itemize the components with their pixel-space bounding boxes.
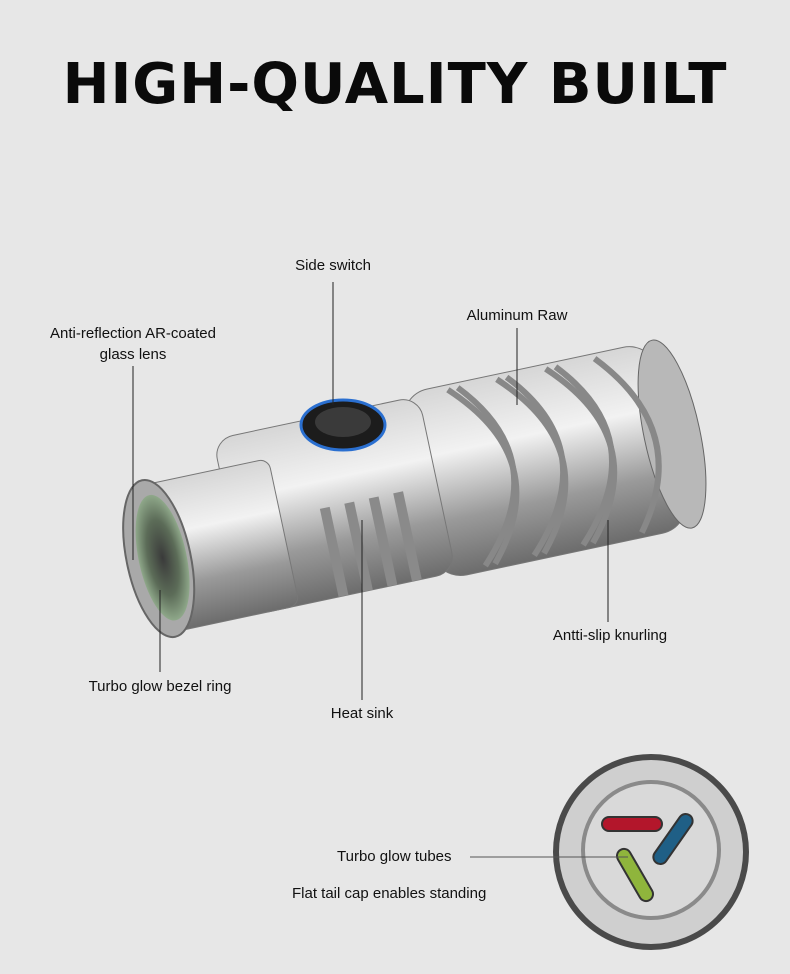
- label-heat-sink: Heat sink: [330, 705, 394, 722]
- flashlight-body: [122, 339, 707, 639]
- side-switch-button: [299, 398, 387, 452]
- blue-glow-tube: [652, 812, 694, 866]
- leader-lines: [132, 282, 628, 858]
- label-tail-cap: Flat tail cap enables standing: [292, 885, 487, 902]
- tail-cap-illustration: [553, 754, 749, 950]
- label-side-switch: Side switch: [295, 257, 371, 274]
- green-glow-tube: [616, 847, 654, 903]
- glass-lens: [135, 494, 190, 621]
- label-bezel-ring: Turbo glow bezel ring: [88, 678, 232, 695]
- label-aluminum-raw: Aluminum Raw: [466, 307, 568, 324]
- heat-sink-fins: [319, 491, 422, 597]
- label-lens-line1: Anti-reflection AR-coated: [50, 325, 216, 342]
- label-knurling: Antti-slip knurling: [552, 627, 668, 644]
- label-glow-tubes: Turbo glow tubes: [337, 848, 452, 865]
- red-glow-tube: [601, 816, 663, 832]
- knurling-pattern: [446, 356, 662, 568]
- page-title: HIGH-QUALITY BUILT: [62, 52, 728, 117]
- label-lens-line2: glass lens: [99, 346, 167, 363]
